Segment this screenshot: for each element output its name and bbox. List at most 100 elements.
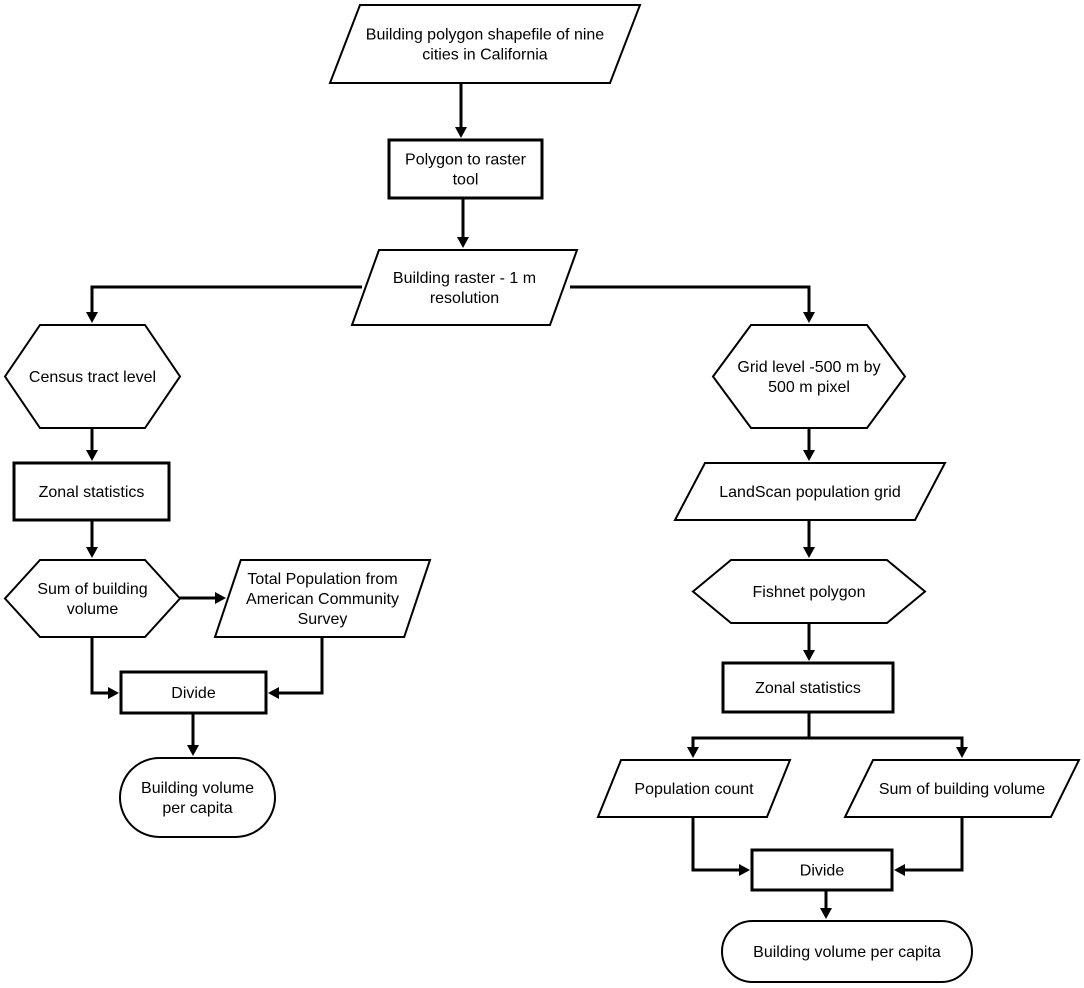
arrowhead (820, 908, 832, 919)
arrowhead (739, 864, 750, 876)
node-zonal-statistics-left: Zonal statistics (12, 461, 171, 522)
node-grid-level: Grid level -500 m by 500 m pixel (711, 324, 907, 429)
arrowhead (215, 592, 226, 604)
edge-line (905, 817, 964, 872)
edge-fishnet_polygon-to-zonal_statistics_right (803, 623, 815, 661)
edges-layer (86, 83, 968, 919)
node-zonal-statistics-right: Zonal statistics (721, 661, 895, 714)
node-label: Fishnet polygon (753, 584, 866, 601)
node-label: per capita (162, 800, 232, 817)
terminal-shape (119, 757, 276, 838)
edge-zonal_statistics_left-to-sum_building_volume_left (86, 520, 98, 558)
hexagon-shape (711, 324, 907, 429)
edge-line (279, 637, 324, 695)
parallelogram-shape (673, 462, 947, 521)
edge-line (90, 637, 108, 695)
arrowhead (803, 312, 815, 323)
edge-building_raster-to-grid_level (570, 285, 815, 323)
arrowhead (956, 747, 968, 758)
node-label: Population count (634, 781, 754, 798)
process-shape (12, 461, 171, 522)
edge-zonal_statistics_right-to-sum_building_volume_right (809, 736, 968, 758)
edge-building_raster-to-census_tract_level (86, 285, 362, 323)
parallelogram-shape (596, 759, 792, 818)
arrowhead (108, 687, 119, 699)
node-label: 500 m pixel (768, 379, 850, 396)
arrowhead (86, 312, 98, 323)
node-label: Building volume (141, 780, 254, 797)
node-label: Zonal statistics (755, 680, 861, 697)
node-label: Total Population from (247, 571, 397, 588)
arrowhead (268, 687, 279, 699)
process-shape (119, 670, 268, 715)
arrowhead (687, 747, 699, 758)
node-divide-left: Divide (119, 670, 268, 715)
node-label: Zonal statistics (39, 484, 145, 501)
edge-line (691, 712, 811, 747)
node-label: LandScan population grid (719, 484, 900, 501)
process-shape (750, 848, 894, 892)
edge-polygon_to_raster-to-building_raster (457, 198, 469, 248)
node-input-shapefile: Building polygon shapefile of nine cities… (328, 4, 642, 84)
edge-line (90, 285, 362, 312)
node-result-right: Building volume per capita (721, 920, 973, 983)
edge-line (570, 285, 811, 312)
node-fishnet-polygon: Fishnet polygon (691, 559, 927, 624)
edge-line (691, 817, 739, 872)
node-sum-building-volume-left: Sum of building volume (3, 559, 182, 638)
edge-grid_level-to-landscan_grid (803, 428, 815, 461)
arrowhead (86, 450, 98, 461)
node-label: cities in California (422, 47, 547, 64)
edge-landscan_grid-to-fishnet_polygon (803, 520, 815, 558)
node-label: volume (67, 601, 119, 618)
node-label: American Community (246, 591, 399, 608)
node-label: Grid level -500 m by (737, 359, 880, 376)
process-shape (721, 661, 895, 714)
arrowhead (457, 237, 469, 248)
process-shape (387, 138, 544, 200)
node-label: Building polygon shapefile of nine (366, 27, 605, 44)
node-result-left: Building volume per capita (119, 757, 276, 838)
arrowhead (86, 547, 98, 558)
node-label: resolution (430, 290, 499, 307)
arrowhead (803, 450, 815, 461)
node-label: Survey (298, 611, 348, 628)
edge-divide_right-to-result_right (820, 890, 832, 919)
node-label: Divide (171, 685, 216, 702)
edge-divide_left-to-result_left (187, 713, 199, 756)
edge-total_population_acs-to-divide_left (268, 637, 324, 699)
node-label: Census tract level (29, 369, 156, 386)
node-label: Polygon to raster (405, 152, 527, 169)
edge-population_count-to-divide_right (691, 817, 750, 876)
node-label: Sum of building (37, 581, 147, 598)
parallelogram-shape (350, 249, 579, 326)
node-label: Building raster - 1 m (393, 270, 536, 287)
node-label: Building volume per capita (753, 944, 941, 961)
arrowhead (803, 547, 815, 558)
node-census-tract-level: Census tract level (3, 324, 182, 429)
edge-sum_building_volume_left-to-divide_left (90, 637, 119, 699)
edge-census_tract_level-to-zonal_statistics_left (86, 428, 98, 461)
node-label: tool (453, 172, 479, 189)
nodes-layer: Building polygon shapefile of nine cities… (3, 4, 1081, 983)
arrowhead (894, 864, 905, 876)
hexagon-shape (3, 559, 182, 638)
edge-sum_building_volume_right-to-divide_right (894, 817, 964, 876)
edge-sum_building_volume_left-to-total_population_acs (180, 592, 226, 604)
edge-line (809, 736, 964, 747)
hexagon-shape (691, 559, 927, 624)
parallelogram-shape (328, 4, 642, 84)
arrowhead (187, 745, 199, 756)
edge-input_shapefile-to-polygon_to_raster (455, 83, 467, 138)
node-divide-right: Divide (750, 848, 894, 892)
node-population-count: Population count (596, 759, 792, 818)
terminal-shape (721, 920, 973, 983)
node-polygon-to-raster: Polygon to raster tool (387, 138, 544, 200)
node-landscan-grid: LandScan population grid (673, 462, 947, 521)
parallelogram-shape (213, 559, 432, 638)
parallelogram-shape (843, 759, 1081, 818)
node-building-raster: Building raster - 1 m resolution (350, 249, 579, 326)
node-label: Sum of building volume (879, 781, 1045, 798)
arrowhead (455, 127, 467, 138)
